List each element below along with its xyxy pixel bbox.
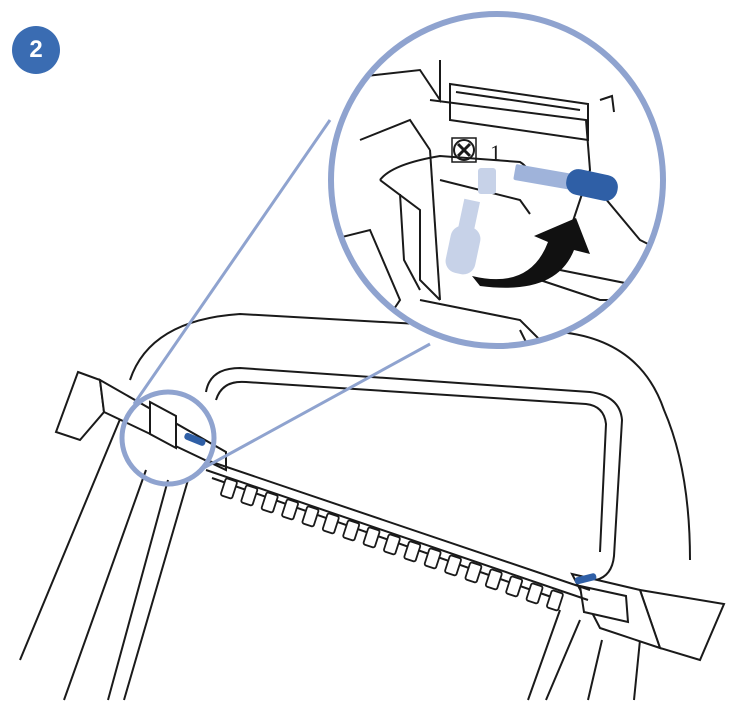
left-lever-small (184, 432, 206, 446)
lever-original-position (445, 168, 496, 275)
feed-slot (546, 589, 564, 612)
feed-slot (321, 512, 340, 535)
right-bracket (570, 572, 726, 662)
feed-slot (281, 498, 299, 521)
feed-slots (220, 477, 564, 612)
feed-slot (383, 533, 401, 556)
callout-connector-upper (132, 119, 332, 405)
feed-slot (240, 484, 259, 507)
feed-slot (260, 491, 279, 514)
step-number-badge: 2 (12, 26, 60, 74)
feed-slot (362, 526, 381, 549)
magnified-callout: 1 (328, 11, 666, 349)
release-lever (513, 164, 618, 201)
detail-marker-circle (119, 389, 217, 487)
feed-slot (423, 547, 442, 570)
feed-slot (484, 568, 503, 591)
right-lever-small (574, 573, 597, 585)
feed-slot (342, 519, 361, 542)
callout-connector-lower (199, 342, 431, 472)
feed-slot (301, 505, 320, 528)
feed-slot (505, 575, 524, 598)
feed-slot (525, 582, 544, 605)
feed-slot (444, 554, 462, 577)
feed-slot (403, 540, 422, 563)
feed-rail (205, 459, 591, 601)
printer-body (19, 312, 691, 701)
left-bracket (54, 370, 227, 472)
rotate-arrow-icon (472, 218, 590, 288)
feed-slot (464, 561, 483, 584)
tray-mark-label: 1 (490, 140, 501, 165)
feed-slot (220, 477, 238, 500)
